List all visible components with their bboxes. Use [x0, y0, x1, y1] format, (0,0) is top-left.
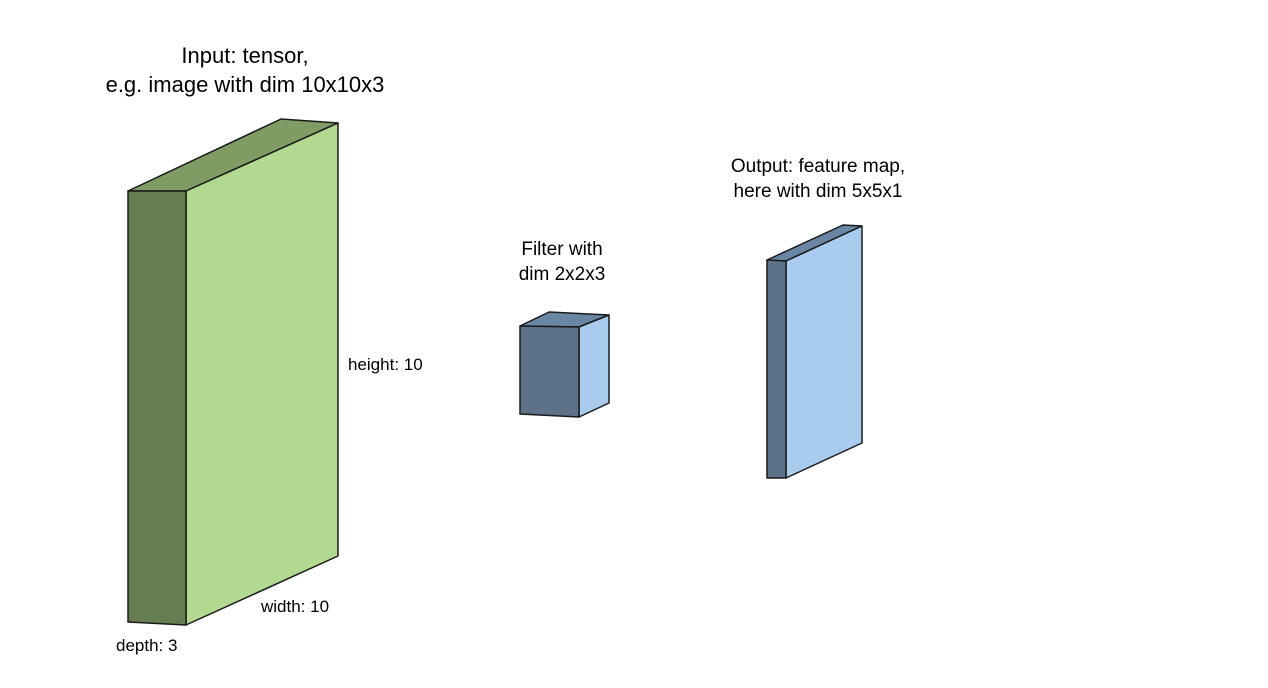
input-title-line2: e.g. image with dim 10x10x3	[105, 71, 385, 97]
filter-title-line1: Filter with	[521, 239, 603, 260]
filter-cube	[519, 311, 610, 418]
output-title: Output: feature map, here with dim 5x5x1	[690, 155, 946, 204]
filter-title: Filter with dim 2x2x3	[480, 238, 644, 287]
output-feature-map-block	[766, 224, 863, 479]
height-label: height: 10	[348, 355, 423, 374]
input-tensor-front-face	[185, 122, 339, 626]
input-title: Input: tensor, e.g. image with dim 10x10…	[60, 42, 430, 99]
filter-cube-side-face	[578, 314, 610, 418]
input-tensor-side-face	[127, 190, 187, 626]
width-label: width: 10	[261, 597, 330, 616]
output-title-line2: here with dim 5x5x1	[733, 180, 903, 202]
output-map-front-face	[785, 225, 863, 479]
filter-title-line2: dim 2x2x3	[518, 263, 606, 285]
input-tensor-block	[127, 118, 339, 626]
output-title-line1: Output: feature map,	[730, 156, 906, 177]
input-title-line1: Input: tensor,	[181, 43, 309, 68]
filter-cube-front-face	[519, 325, 580, 418]
depth-label: depth: 3	[116, 636, 178, 655]
output-map-side-face	[766, 259, 787, 479]
